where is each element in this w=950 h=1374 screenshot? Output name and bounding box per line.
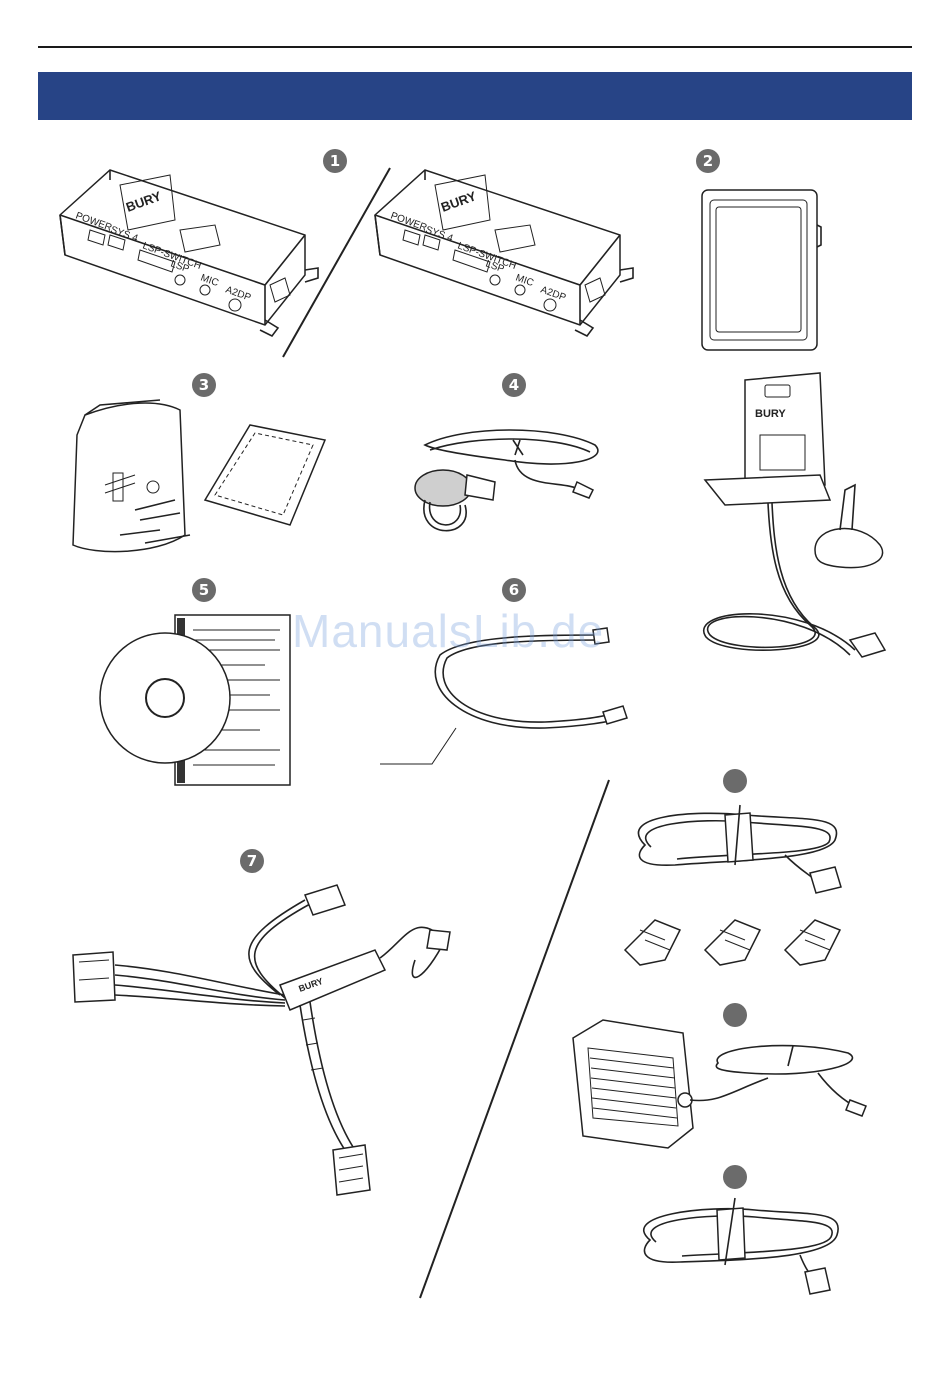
display-cradle-illustration: BURY	[690, 185, 910, 685]
cd-manual-illustration	[95, 610, 305, 790]
cable-bundle-illustration	[625, 1190, 850, 1295]
control-box-illustration: BURY POWER SYS 4 LSP-SWITCH LSP MIC A2DP	[50, 160, 320, 350]
watermark: ManualsLib.de	[292, 604, 604, 658]
harness-illustration: BURY	[65, 870, 465, 1210]
cradle-brand: BURY	[755, 408, 786, 420]
clip-3	[785, 920, 840, 965]
clip-2	[705, 920, 760, 965]
speaker-illustration	[568, 1018, 878, 1158]
cable-bundle-clips-illustration	[615, 795, 860, 985]
control-box-variant-illustration: BURY POWER SYS 4 LSP-SWITCH LSP MIC A2DP	[365, 160, 645, 350]
mounting-kit-illustration	[65, 395, 335, 565]
clip-1	[625, 920, 680, 965]
microphone-illustration	[405, 420, 610, 550]
